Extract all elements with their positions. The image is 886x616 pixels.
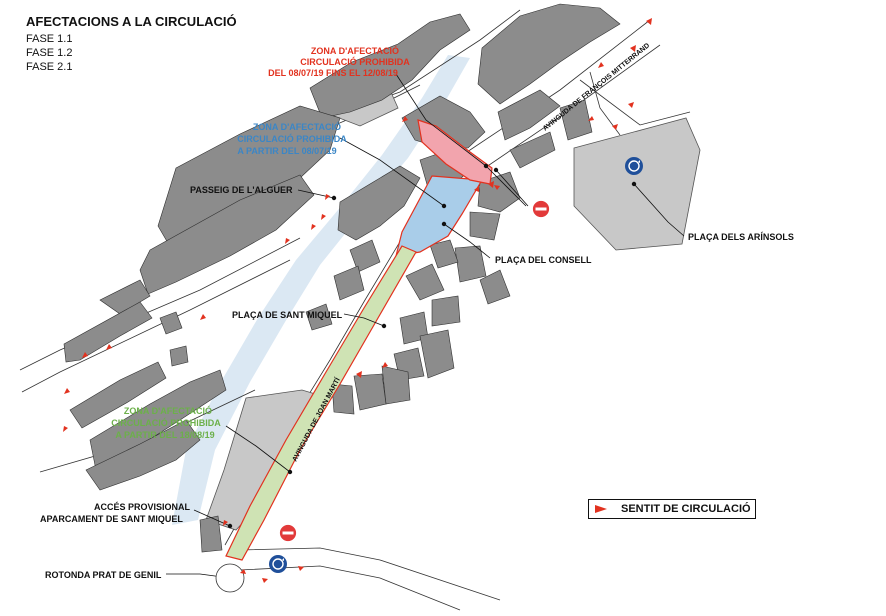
zone-green-line3: A PARTIR DEL 18/08/19: [115, 430, 214, 440]
label-rotonda-prat-de-genil: ROTONDA PRAT DE GENIL: [45, 570, 162, 580]
label-placa-dels-arinsols: PLAÇA DELS ARÍNSOLS: [688, 232, 794, 242]
zone-green-line1: ZONA D'AFECTACIÓ: [124, 405, 212, 416]
rotonda-prat-de-genil: [215, 563, 245, 593]
roundabout-icon: [269, 555, 287, 573]
label-aparcament-sant-miquel: APARCAMENT DE SANT MIQUEL: [40, 514, 183, 524]
label-placa-del-consell: PLAÇA DEL CONSELL: [495, 255, 592, 265]
phase-1-2: FASE 1.2: [26, 47, 73, 59]
label-passeig-de-lalguer: PASSEIG DE L'ALGUER: [190, 185, 293, 195]
direction-arrows: [63, 18, 652, 583]
zone-blue-line2: CIRCULACIÓ PROHIBIDA: [237, 133, 347, 144]
page-title: AFECTACIONS A LA CIRCULACIÓ: [26, 14, 237, 29]
phase-1-1: FASE 1.1: [26, 33, 73, 45]
zone-red-line2: CIRCULACIÓ PROHIBIDA: [300, 56, 410, 67]
placa-arinsols-area: [573, 117, 701, 251]
zone-label-red: ZONA D'AFECTACIÓ CIRCULACIÓ PROHIBIDA DE…: [268, 45, 410, 78]
legend-label: SENTIT DE CIRCULACIÓ: [621, 503, 751, 515]
zone-red-line1: ZONA D'AFECTACIÓ: [311, 45, 399, 56]
zone-blue-line3: A PARTIR DEL 08/07/19: [237, 146, 336, 156]
label-placa-de-sant-miquel: PLAÇA DE SANT MIQUEL: [232, 310, 343, 320]
no-entry-icon: [532, 200, 550, 218]
blue-zone: [395, 175, 484, 257]
direction-arrow-icon: [595, 505, 607, 513]
label-acces-provisional: ACCÉS PROVISIONAL: [94, 502, 191, 512]
zone-red-line3: DEL 08/07/19 FINS EL 12/08/19: [268, 68, 398, 78]
zone-green-line2: CIRCULACIÓ PROHIBIDA: [111, 417, 221, 428]
zone-label-green: ZONA D'AFECTACIÓ CIRCULACIÓ PROHIBIDA A …: [111, 405, 221, 440]
zone-label-blue: ZONA D'AFECTACIÓ CIRCULACIÓ PROHIBIDA A …: [237, 121, 347, 156]
legend: SENTIT DE CIRCULACIÓ: [588, 499, 756, 519]
buildings: [63, 3, 621, 553]
phase-2-1: FASE 2.1: [26, 61, 73, 73]
green-zone: [225, 245, 417, 561]
zone-blue-line1: ZONA D'AFECTACIÓ: [253, 121, 341, 132]
no-entry-icon: [279, 524, 297, 542]
roundabout-icon: [625, 157, 643, 175]
